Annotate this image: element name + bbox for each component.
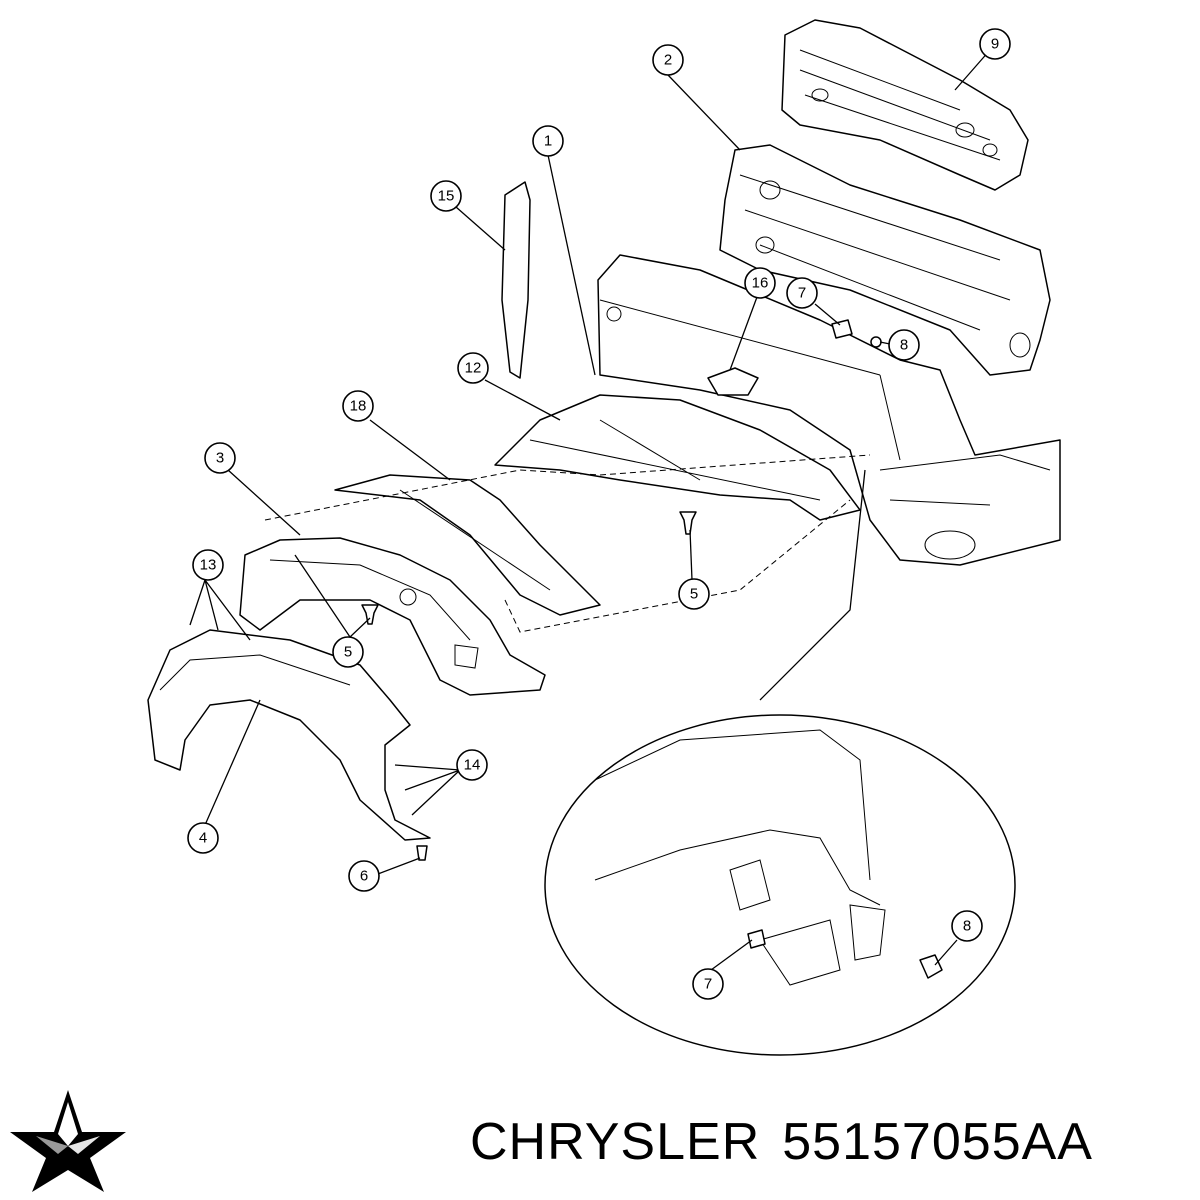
svg-text:3: 3 <box>216 450 224 467</box>
svg-text:15: 15 <box>438 188 455 205</box>
svg-text:1: 1 <box>544 133 552 150</box>
assembly-outline <box>264 454 871 633</box>
part-1-fender <box>597 254 1061 566</box>
part-3-wheelhouse-liner <box>239 537 546 696</box>
part-caption: CHRYSLER 55157055AA <box>470 1112 1190 1182</box>
callout-6: 6 <box>348 860 380 892</box>
svg-text:14: 14 <box>464 757 481 774</box>
callout-9: 9 <box>979 28 1011 60</box>
svg-text:6: 6 <box>360 868 368 885</box>
svg-text:18: 18 <box>350 398 367 415</box>
part-12-wheelhouse-panel <box>494 394 861 521</box>
svg-text:5: 5 <box>344 644 352 661</box>
brand-name: CHRYSLER <box>470 1113 761 1171</box>
svg-text:13: 13 <box>200 557 217 574</box>
part-7-nut <box>831 319 853 339</box>
callout-7-top: 7 <box>786 277 818 309</box>
callout-5-left: 5 <box>332 636 364 668</box>
svg-text:2: 2 <box>664 52 672 69</box>
svg-text:8: 8 <box>963 918 971 935</box>
chrysler-pentastar-icon <box>10 1090 126 1192</box>
svg-text:12: 12 <box>465 360 482 377</box>
part-18-shield <box>334 474 601 616</box>
callout-2: 2 <box>652 44 684 76</box>
callout-14: 14 <box>456 749 488 781</box>
callout-15: 15 <box>430 180 462 212</box>
callout-8-top: 8 <box>888 329 920 361</box>
part-9-cowl-panel <box>781 19 1029 191</box>
svg-text:7: 7 <box>798 285 806 302</box>
callout-8-detail: 8 <box>951 910 983 942</box>
part-4-wheel-flare <box>147 629 431 841</box>
callout-12: 12 <box>457 352 489 384</box>
svg-text:5: 5 <box>690 586 698 603</box>
leader-lines <box>189 49 991 971</box>
detail-view <box>544 469 1016 1056</box>
svg-text:4: 4 <box>199 830 207 847</box>
part-2-dash-panel <box>719 144 1051 376</box>
part-number: 55157055AA <box>782 1113 1093 1171</box>
svg-text:8: 8 <box>900 337 908 354</box>
callout-1: 1 <box>532 125 564 157</box>
callout-7-detail: 7 <box>692 968 724 1000</box>
callout-4: 4 <box>187 822 219 854</box>
part-8-bolt <box>870 336 882 348</box>
callout-3: 3 <box>204 442 236 474</box>
svg-text:7: 7 <box>704 976 712 993</box>
callout-16: 16 <box>744 267 776 299</box>
callout-5-right: 5 <box>678 578 710 610</box>
part-6-clip <box>416 845 428 861</box>
svg-text:9: 9 <box>991 36 999 53</box>
part-15-seal <box>501 181 531 379</box>
callout-18: 18 <box>342 390 374 422</box>
callout-13: 13 <box>192 549 224 581</box>
svg-text:16: 16 <box>752 275 769 292</box>
